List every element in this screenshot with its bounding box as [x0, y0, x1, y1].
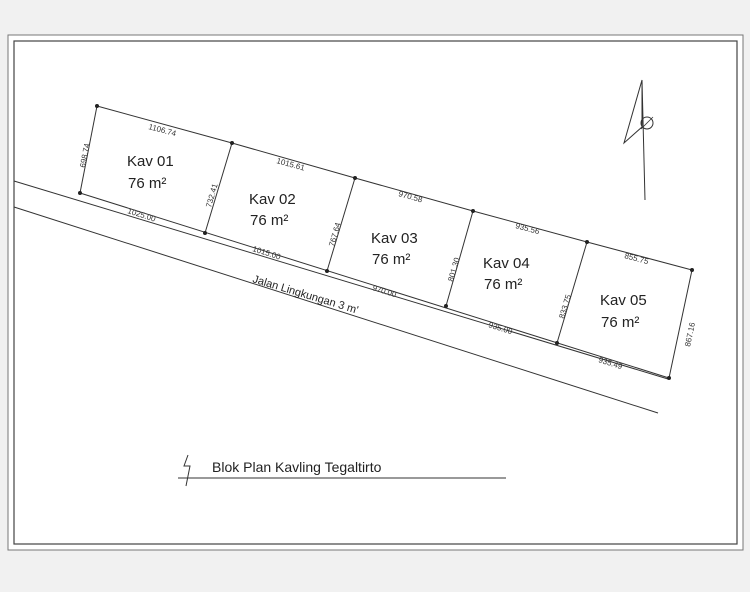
vertex	[230, 141, 234, 145]
north-arrow-icon	[623, 79, 654, 201]
lot-divider-2	[326, 177, 356, 272]
vertex	[353, 176, 357, 180]
lot-area-kav-05: 76 m²	[601, 314, 639, 331]
vertex	[325, 269, 329, 273]
title-block-arrow-icon	[183, 454, 191, 487]
road-upper-edge	[13, 180, 669, 380]
lot-divider-3	[445, 210, 474, 307]
lot-name-kav-01: Kav 01	[127, 153, 174, 170]
vertex	[667, 376, 671, 380]
vertex	[555, 341, 559, 345]
vertex	[78, 191, 82, 195]
lot-divider-1	[204, 142, 233, 234]
vertex	[690, 268, 694, 272]
drawing-title: Blok Plan Kavling Tegaltirto	[212, 459, 382, 475]
lots-top-boundary	[96, 105, 693, 271]
vertex	[444, 304, 448, 308]
lot-area-kav-04: 76 m²	[484, 276, 522, 293]
lots-bottom-boundary	[79, 192, 670, 379]
drawing-frame-inner	[13, 40, 738, 545]
lot-area-kav-01: 76 m²	[128, 175, 166, 192]
lot-name-kav-02: Kav 02	[249, 191, 296, 208]
lot-divider-5	[668, 269, 693, 379]
vertex	[95, 104, 99, 108]
lot-divider-4	[556, 241, 588, 344]
vertex	[471, 209, 475, 213]
lot-name-kav-05: Kav 05	[600, 292, 647, 309]
vertex	[203, 231, 207, 235]
lot-area-kav-03: 76 m²	[372, 251, 410, 268]
lot-name-kav-03: Kav 03	[371, 230, 418, 247]
lot-name-kav-04: Kav 04	[483, 255, 530, 272]
lot-divider-0	[79, 105, 98, 194]
vertex	[585, 240, 589, 244]
lot-area-kav-02: 76 m²	[250, 212, 288, 229]
boundary-vertices	[78, 104, 694, 380]
road-lower-edge	[13, 206, 659, 414]
